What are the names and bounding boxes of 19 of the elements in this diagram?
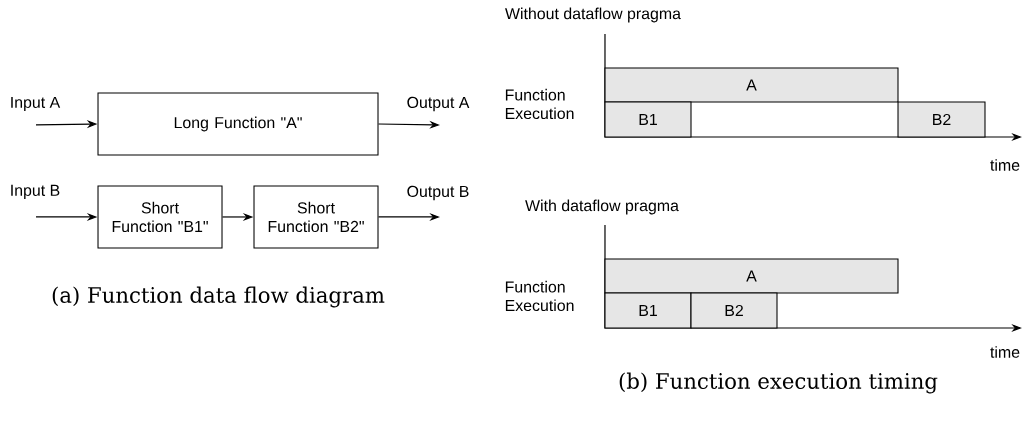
axis-label: time [990, 346, 1020, 358]
execution-bar: B1 [604, 292, 692, 329]
function-box: Short Function "B2" [253, 185, 379, 249]
edge-label: Input B [11, 184, 60, 200]
execution-bar: B2 [690, 292, 778, 329]
caption: (b) Function execution timing [619, 372, 938, 394]
function-box: Short Function "B1" [97, 185, 223, 249]
execution-bar: B1 [604, 101, 692, 138]
edge-label: Input A [11, 96, 61, 112]
chart-title: With dataflow pragma [525, 199, 679, 215]
axis-label: Function Execution [505, 280, 574, 312]
caption: (a) Function data flow diagram [52, 286, 385, 308]
execution-bar: B2 [897, 101, 986, 138]
function-box: Long Function "A" [97, 92, 379, 156]
chart-title: Without dataflow pragma [505, 7, 681, 23]
edge-label: Output A [407, 96, 470, 112]
edge-label: Output B [407, 185, 469, 201]
axis-label: Function Execution [505, 88, 574, 120]
axis-label: time [990, 159, 1020, 171]
